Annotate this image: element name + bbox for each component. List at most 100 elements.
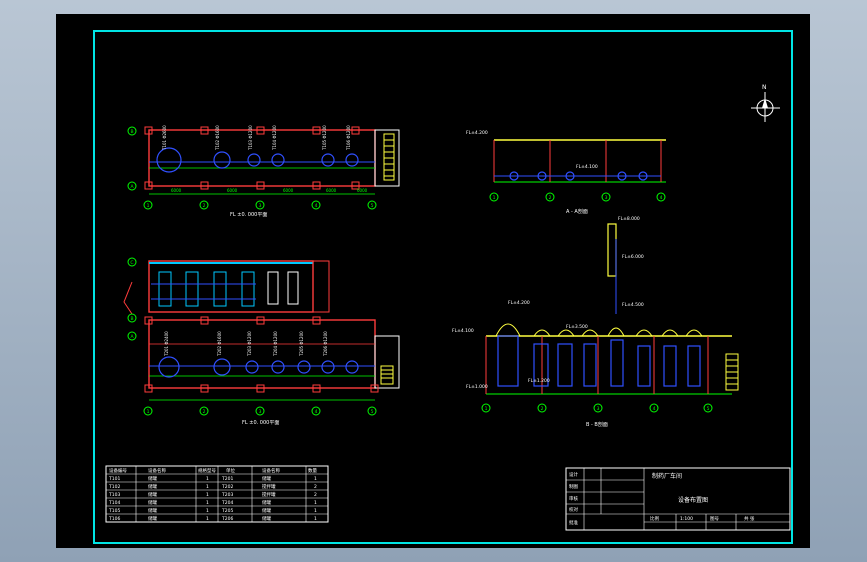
svg-text:储罐: 储罐 (148, 507, 157, 514)
svg-text:1: 1 (485, 406, 488, 412)
plan-wall (148, 129, 376, 187)
svg-text:T204: T204 (221, 500, 233, 506)
svg-text:搅拌罐: 搅拌罐 (262, 483, 276, 490)
vessels (497, 335, 701, 387)
svg-text:C: C (130, 260, 133, 266)
svg-text:3: 3 (259, 409, 262, 415)
mid-plan: T201 Φ2400 T202 Φ1600 T203 Φ1200 T204 Φ1… (123, 257, 400, 426)
grid-axis-bubbles (127, 126, 377, 210)
svg-text:储罐: 储罐 (262, 515, 271, 522)
svg-text:6000: 6000 (326, 188, 337, 193)
tank-labels: T101 Φ2600 T102 Φ1600 T103 Φ1200 T104 Φ1… (162, 125, 351, 151)
svg-text:FL±3.500: FL±3.500 (566, 324, 588, 330)
svg-text:T203: T203 (221, 492, 233, 498)
svg-text:储罐: 储罐 (148, 475, 157, 482)
level-labels: FL±8.000 FL±6.000 FL±4.500 FL±4.200 FL±4… (452, 216, 644, 390)
svg-text:T201 Φ2400: T201 Φ2400 (164, 331, 169, 357)
svg-text:T202: T202 (221, 484, 233, 490)
svg-text:T206: T206 (221, 516, 233, 522)
columns (144, 126, 360, 190)
svg-text:4: 4 (315, 203, 318, 209)
svg-text:储罐: 储罐 (148, 483, 157, 490)
svg-text:B: B (130, 129, 133, 135)
svg-text:FL±4.200: FL±4.200 (508, 300, 530, 306)
grid-axis-labels: C B A 1 2 3 4 5 (130, 260, 373, 415)
svg-text:1: 1 (314, 508, 317, 514)
grid-axis-bubbles (127, 257, 377, 416)
svg-text:T104 Φ1200: T104 Φ1200 (272, 125, 277, 151)
svg-text:FL±4.100: FL±4.100 (452, 328, 474, 334)
svg-text:1: 1 (147, 409, 150, 415)
tanks (158, 356, 359, 378)
svg-text:储罐: 储罐 (262, 507, 271, 514)
cad-drawing: N T101 Φ2600 T102 Φ1600 T1 (93, 30, 793, 544)
title-block-labels: 设计 制图 审核 校对 批准 制药厂车间 设备布置图 比例 1:100 图号 共… (569, 471, 755, 526)
svg-text:T203 Φ1200: T203 Φ1200 (247, 331, 252, 357)
svg-text:储罐: 储罐 (148, 491, 157, 498)
section-a-title: A - A剖面 (566, 208, 588, 215)
svg-text:制药厂车间: 制药厂车间 (652, 472, 682, 480)
svg-text:T205: T205 (221, 508, 233, 514)
svg-text:FL±4.500: FL±4.500 (622, 302, 644, 308)
grid-axis-labels: 1 2 3 4 5 B A (130, 129, 373, 209)
parts-table-headers: 设备编号 设备名称 规格型号 单位 设备名称 数量 (109, 467, 317, 474)
svg-text:5: 5 (707, 406, 710, 412)
svg-text:T204 Φ1200: T204 Φ1200 (273, 331, 278, 357)
svg-text:4: 4 (660, 195, 663, 201)
grid-axis-bubbles (489, 192, 666, 202)
stair-icon (383, 133, 395, 181)
dimension-labels: 6000 6000 6000 6000 6000 (171, 188, 368, 193)
svg-text:设备布置图: 设备布置图 (678, 496, 708, 504)
svg-text:T102: T102 (108, 484, 120, 490)
svg-text:1: 1 (314, 476, 317, 482)
svg-text:审核: 审核 (569, 495, 578, 502)
svg-text:T101 Φ2600: T101 Φ2600 (162, 125, 167, 151)
svg-text:2: 2 (314, 492, 317, 498)
svg-text:N: N (762, 84, 767, 91)
panel-boxes (158, 271, 299, 307)
svg-text:T106: T106 (108, 516, 120, 522)
svg-text:T201: T201 (221, 476, 233, 482)
svg-text:设计: 设计 (569, 471, 578, 478)
svg-text:3: 3 (259, 203, 262, 209)
svg-text:T106 Φ1200: T106 Φ1200 (346, 125, 351, 151)
stair-icon (380, 365, 394, 385)
svg-text:B: B (130, 316, 133, 322)
svg-text:1: 1 (147, 203, 150, 209)
svg-text:A: A (130, 184, 134, 190)
svg-text:图号: 图号 (710, 516, 719, 522)
top-plan: T101 Φ2600 T102 Φ1600 T103 Φ1200 T104 Φ1… (127, 125, 400, 218)
svg-text:数量: 数量 (308, 467, 317, 474)
svg-text:2: 2 (541, 406, 544, 412)
svg-text:T205 Φ1200: T205 Φ1200 (299, 331, 304, 357)
mid-plan-title: FL ±0. 000平面 (242, 420, 279, 426)
svg-text:储罐: 储罐 (148, 515, 157, 522)
svg-text:1: 1 (314, 500, 317, 506)
svg-text:3: 3 (597, 406, 600, 412)
svg-text:6000: 6000 (283, 188, 294, 193)
svg-text:设备名称: 设备名称 (148, 467, 166, 474)
svg-text:T103 Φ1200: T103 Φ1200 (248, 125, 253, 151)
svg-text:2: 2 (549, 195, 552, 201)
tank-labels: T201 Φ2400 T202 Φ1600 T203 Φ1200 T204 Φ1… (164, 331, 328, 357)
svg-text:2: 2 (203, 203, 206, 209)
drawing-sheet: N T101 Φ2600 T102 Φ1600 T1 (56, 14, 810, 548)
svg-text:1: 1 (206, 484, 209, 490)
svg-text:搅拌罐: 搅拌罐 (262, 491, 276, 498)
svg-text:1: 1 (206, 476, 209, 482)
svg-text:1: 1 (206, 508, 209, 514)
svg-text:1:100: 1:100 (680, 516, 693, 522)
svg-text:T102 Φ1600: T102 Φ1600 (215, 125, 220, 151)
svg-text:储罐: 储罐 (262, 499, 271, 506)
svg-text:制图: 制图 (569, 483, 578, 490)
svg-text:FL±1.200: FL±1.200 (528, 378, 550, 384)
svg-text:共 张: 共 张 (744, 515, 755, 522)
svg-text:设备名称: 设备名称 (262, 467, 280, 474)
svg-text:5: 5 (371, 203, 374, 209)
svg-text:6000: 6000 (357, 188, 368, 193)
level-label: FL±4.200 (466, 130, 488, 136)
svg-text:FL±6.000: FL±6.000 (622, 254, 644, 260)
svg-text:单位: 单位 (226, 467, 235, 474)
svg-text:FL±1.000: FL±1.000 (466, 384, 488, 390)
